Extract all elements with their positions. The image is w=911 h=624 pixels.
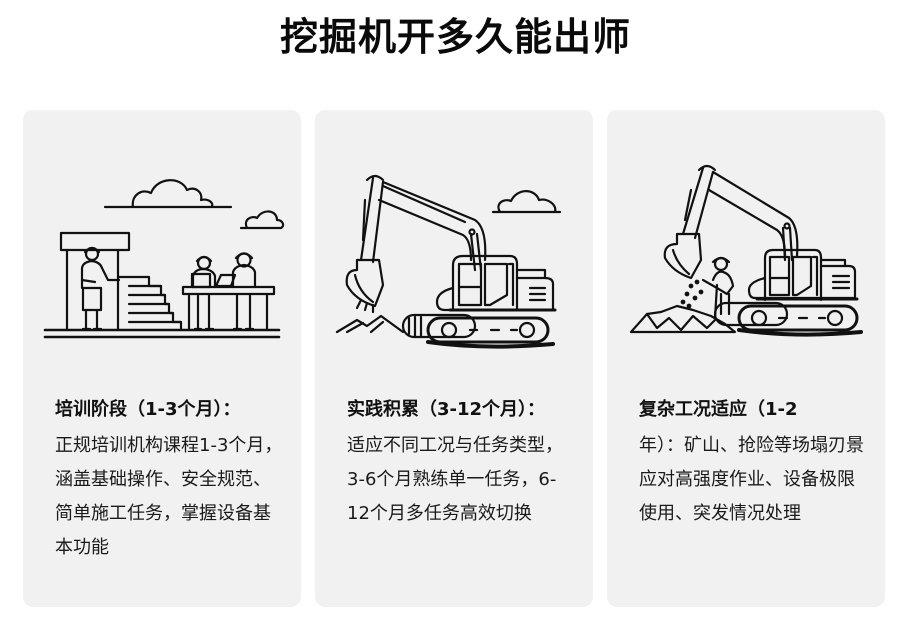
- stage-card-complex-conditions: 复杂工况适应（1-2 年）：矿山、抢险等场塌刃景应对高强度作业、设备极限使用、突…: [607, 110, 885, 607]
- training-classroom-illustration: [33, 160, 291, 350]
- excavator-with-worker-illustration: [617, 160, 875, 350]
- excavator-digging-illustration: [325, 160, 583, 350]
- page-title: 挖掘机开多久能出师: [279, 15, 631, 59]
- stage-description: 年）：矿山、抢险等场塌刃景应对高强度作业、设备极限使用、突发情况处理: [639, 435, 864, 524]
- stage-heading: 实践积累（3-12个月）：: [347, 399, 546, 420]
- stage-card-practice: 实践积累（3-12个月）： 适应不同工况与任务类型，3-6个月熟练单一任务，6-…: [315, 110, 593, 607]
- stage-heading: 复杂工况适应（1-2: [639, 399, 798, 420]
- stage-description: 正规培训机构课程1-3个月，涵盖基础操作、安全规范、简单施工任务，掌握设备基本功…: [55, 435, 283, 558]
- stage-card-training: 培训阶段（1-3个月）： 正规培训机构课程1-3个月，涵盖基础操作、安全规范、简…: [23, 110, 301, 607]
- stage-heading: 培训阶段（1-3个月）：: [55, 399, 241, 420]
- stage-description: 适应不同工况与任务类型，3-6个月熟练单一任务，6-12个月多任务高效切换: [347, 435, 563, 524]
